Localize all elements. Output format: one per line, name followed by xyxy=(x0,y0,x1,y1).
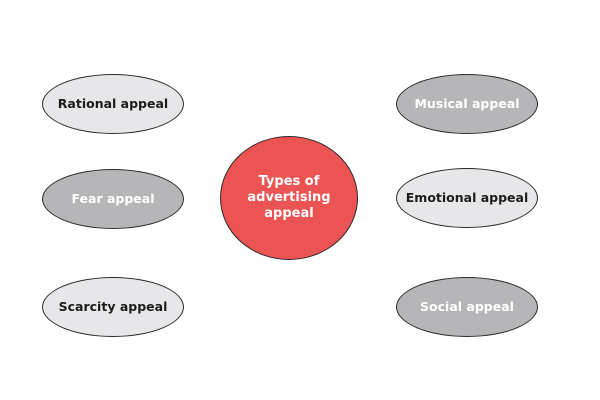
node-label: Fear appeal xyxy=(71,191,155,206)
node-emotional-appeal: Emotional appeal xyxy=(396,168,538,228)
node-label: Musical appeal xyxy=(414,96,520,111)
center-label: Types of advertising appeal xyxy=(247,174,331,221)
node-label: Scarcity appeal xyxy=(58,299,168,314)
node-rational-appeal: Rational appeal xyxy=(42,74,184,134)
node-fear-appeal: Fear appeal xyxy=(42,169,184,229)
node-scarcity-appeal: Scarcity appeal xyxy=(42,277,184,337)
node-social-appeal: Social appeal xyxy=(396,277,538,337)
node-label: Social appeal xyxy=(420,299,514,314)
node-label: Emotional appeal xyxy=(405,190,529,205)
node-musical-appeal: Musical appeal xyxy=(396,74,538,134)
center-node: Types of advertising appeal xyxy=(220,136,358,260)
node-label: Rational appeal xyxy=(57,96,169,111)
